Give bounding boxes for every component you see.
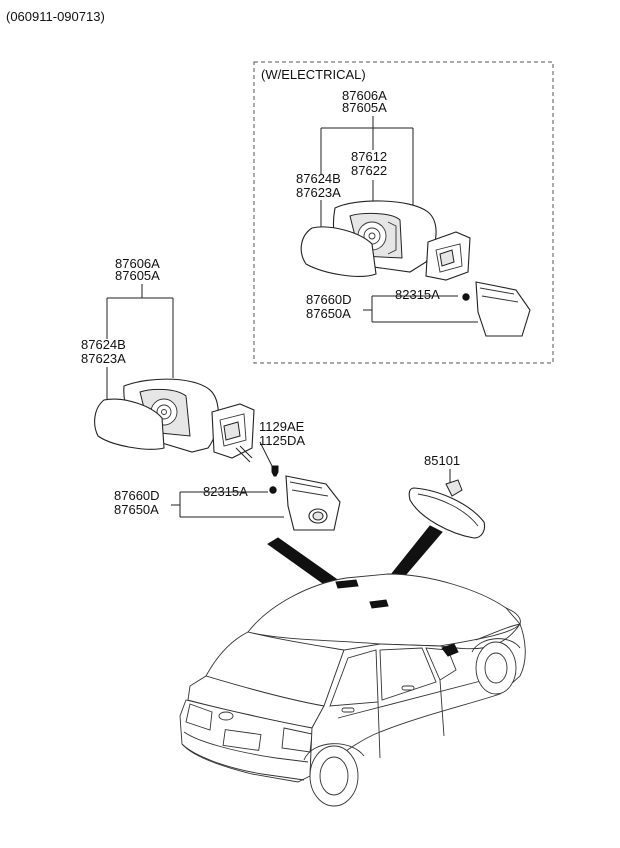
- part-number-87605A: 87605A: [115, 268, 160, 283]
- bolt-icon: [271, 465, 279, 477]
- part-number-1129AE: 1129AE: [259, 419, 305, 434]
- manual-mirror-cover: [285, 475, 341, 531]
- part-number-85101: 85101: [424, 453, 460, 468]
- inside-mirror-group: 85101: [408, 453, 486, 539]
- part-number-87606A: 87606A: [115, 256, 160, 271]
- manual-mirror-glass: [94, 398, 165, 450]
- electrical-title: (W/ELECTRICAL): [261, 67, 366, 82]
- part-number-82315A: 82315A: [395, 287, 440, 302]
- part-number-87612: 87612: [351, 149, 387, 164]
- part-number-87660D: 87660D: [306, 292, 352, 307]
- part-number-87650A: 87650A: [114, 502, 159, 517]
- part-number-87660D: 87660D: [114, 488, 160, 503]
- manual-variant-group: 87606A 87605A 87624B 87623A 1129AE 1125D…: [81, 256, 341, 531]
- screw-icon: [269, 486, 277, 494]
- electrical-variant-group: (W/ELECTRICAL) 87606A 87605A 87612 87622…: [253, 61, 554, 364]
- manual-mirror-bracket: [211, 403, 255, 463]
- part-number-87624B: 87624B: [296, 171, 341, 186]
- part-number-87623A: 87623A: [81, 351, 126, 366]
- part-number-1125DA: 1125DA: [259, 433, 305, 448]
- electrical-leader-lines: [320, 116, 478, 323]
- model-date-range: (060911-090713): [6, 9, 105, 24]
- part-number-87622: 87622: [351, 163, 387, 178]
- part-number-87606A: 87606A: [342, 88, 387, 103]
- electrical-mirror-cover: [475, 281, 531, 337]
- car-illustration: [179, 573, 526, 807]
- part-number-87623A: 87623A: [296, 185, 341, 200]
- electrical-dashed-box: [253, 61, 554, 364]
- electrical-mirror-glass: [300, 226, 377, 277]
- part-number-87605A: 87605A: [342, 100, 387, 115]
- part-number-87624B: 87624B: [81, 337, 126, 352]
- part-number-87650A: 87650A: [306, 306, 351, 321]
- screw-icon: [462, 293, 470, 301]
- manual-leader-lines: [106, 284, 284, 518]
- inside-mirror: [408, 479, 486, 539]
- electrical-mirror-bracket: [425, 231, 471, 281]
